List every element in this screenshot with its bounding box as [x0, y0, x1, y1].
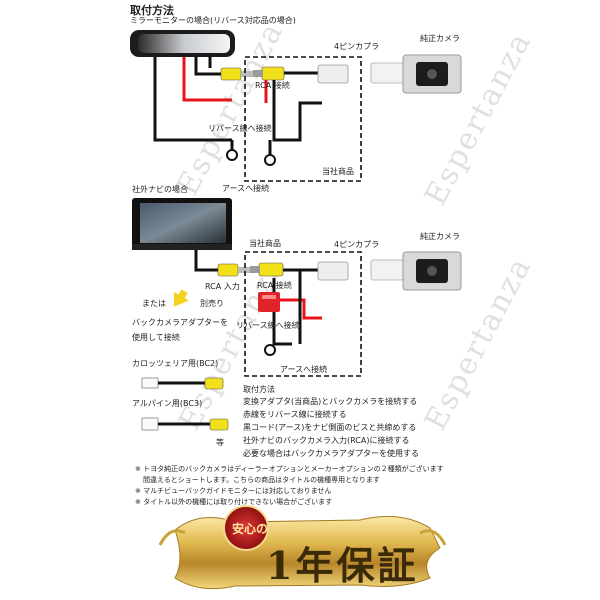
label-rca: RCA 接続: [255, 81, 290, 90]
badge-small-text: 安心の: [232, 522, 269, 536]
mirror-monitor: [130, 30, 235, 57]
label-ground: アースへ接続: [222, 184, 270, 193]
step-3: 黒コード(アース)をナビ側面のビスと共締めする: [243, 423, 417, 432]
note-2: 間違えるとショートします。こちらの商品はタイトルの機種専用となります: [143, 476, 380, 484]
mirror-wires: [153, 56, 234, 150]
navi-unit: [132, 198, 232, 250]
4pin-coupler-2: [317, 259, 404, 281]
note-3: ※ マルチビューバックガイドモニターには対応しておりません: [135, 487, 332, 495]
red-adapter: [258, 292, 280, 312]
label-4pin-2: 4ピンカプラ: [334, 240, 380, 249]
step-5: 必要な場合はバックカメラアダプターを使用する: [243, 449, 419, 458]
warranty-badge: [158, 505, 447, 590]
camera-1: [402, 54, 462, 94]
step-1: 変換アダプタ(当商品)とバックカメラを接続する: [243, 397, 418, 406]
ring-terminals-1: [226, 149, 276, 166]
4pin-coupler: [317, 62, 404, 84]
note-1: ※ トヨタ純正のバックカメラはディーラーオプションとメーカーオプションの２種類が…: [135, 465, 444, 473]
label-camera-2: 純正カメラ: [420, 232, 460, 241]
label-rca-2: RCA 接続: [257, 281, 292, 290]
navi-heading: 社外ナビの場合: [132, 185, 188, 194]
steps-heading: 取付方法: [243, 385, 275, 394]
step-4: 社外ナビのバックカメラ入力(RCA)に接続する: [243, 436, 410, 445]
label-reverse: リバース線へ接続: [208, 124, 272, 133]
label-alpine: アルパイン用(BC3): [132, 399, 203, 408]
label-separate: 別売り: [200, 299, 224, 308]
mirror-heading: ミラーモニターの場合(リバース対応品の場合): [130, 16, 296, 25]
label-product-2: 当社商品: [249, 239, 281, 248]
rca-connector-pair-2: [217, 262, 284, 277]
label-adapter-1: バックカメラアダプターを: [132, 318, 228, 327]
product-box-1: [244, 56, 362, 182]
label-reverse-2: リバース線へ接続: [236, 321, 300, 330]
badge-main-text: 1年保証: [266, 543, 419, 588]
label-camera: 純正カメラ: [420, 34, 460, 43]
label-rca-input: RCA 入力: [205, 282, 240, 291]
arrow-icon: [173, 289, 189, 307]
label-etc: 等: [216, 438, 224, 447]
step-2: 赤線をリバース線に接続する: [243, 410, 347, 419]
label-or: または: [142, 299, 166, 308]
product-wires-1: [264, 71, 322, 155]
ring-terminal-2: [264, 344, 276, 356]
camera-2: [402, 251, 462, 291]
label-adapter-2: 使用して接続: [132, 333, 180, 342]
product-box-2: [244, 251, 362, 377]
badge-seal: [223, 505, 269, 551]
label-4pin: 4ピンカプラ: [334, 42, 380, 51]
adapter-bc3: [141, 417, 229, 431]
adapter-bc2: [141, 377, 224, 390]
note-4: ※ タイトル以外の機種には取り付けできない場合がございます: [135, 498, 333, 506]
label-carrozzeria: カロッツェリア用(BC2): [132, 359, 219, 368]
rca-connector-pair: [220, 66, 285, 81]
label-ground-2: アースへ接続: [280, 365, 328, 374]
label-product: 当社商品: [322, 167, 354, 176]
page-title: 取付方法: [130, 4, 174, 17]
navi-wires: [194, 250, 222, 272]
